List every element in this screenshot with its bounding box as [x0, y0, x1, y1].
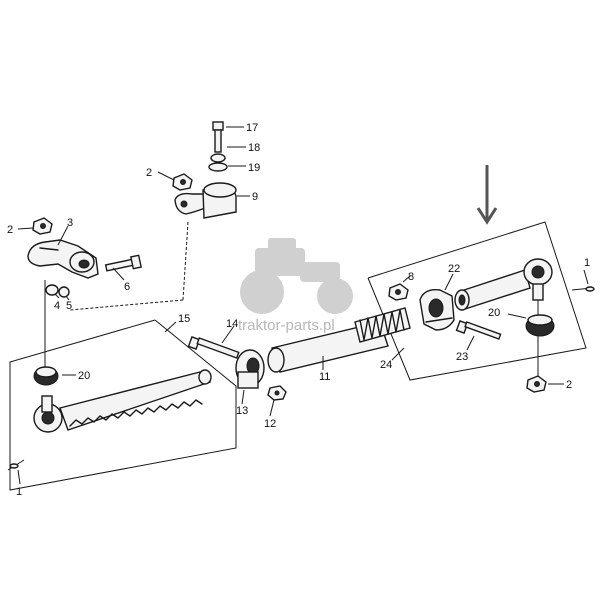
callout-20-right: 20 — [488, 307, 500, 319]
nut-4 — [45, 284, 59, 296]
nut-8 — [388, 283, 409, 301]
callout-2-upper: 2 — [146, 167, 152, 179]
arm-3 — [27, 239, 99, 279]
rod-right — [454, 269, 531, 311]
connector-line — [182, 221, 189, 301]
callout-24: 24 — [380, 359, 392, 371]
callout-12: 12 — [264, 418, 276, 430]
callout-19: 19 — [248, 162, 260, 174]
callout-18: 18 — [248, 142, 260, 154]
callout-8: 8 — [408, 271, 414, 283]
washer-19 — [208, 162, 228, 172]
bolt-14 — [187, 336, 240, 359]
tractor-icon — [240, 238, 353, 314]
washer-18 — [210, 153, 226, 163]
callout-13: 13 — [236, 405, 248, 417]
watermark: traktor-parts.pl — [238, 238, 353, 334]
callout-9: 9 — [252, 191, 258, 203]
callout-3: 3 — [67, 217, 73, 229]
nut-2-upper — [172, 173, 193, 191]
callout-4: 4 — [54, 300, 60, 312]
callout-2-left: 2 — [7, 224, 13, 236]
nut-2-left — [32, 217, 53, 235]
down-arrow-icon — [476, 165, 498, 225]
clamp-22 — [419, 289, 455, 331]
rod-left — [59, 369, 212, 431]
callout-20-left: 20 — [78, 370, 90, 382]
washer-5 — [58, 286, 70, 298]
tie-rod-end-left — [33, 395, 63, 433]
callout-1-left: 1 — [16, 486, 22, 498]
bolt-17 — [212, 121, 224, 153]
nut-12 — [267, 385, 287, 401]
tie-rod-end-right — [523, 258, 553, 301]
boot-20-left — [33, 366, 59, 386]
callout-11: 11 — [319, 371, 330, 383]
tube-11 — [267, 307, 411, 373]
callout-22: 22 — [448, 263, 460, 275]
connector-line — [69, 299, 184, 311]
callouts: 17 18 19 9 2 2 3 6 4 5 15 14 20 11 13 12… — [7, 122, 590, 498]
clamp-13 — [235, 349, 265, 389]
bolt-23 — [455, 320, 502, 340]
callout-5: 5 — [66, 300, 72, 312]
arm-9 — [174, 182, 237, 219]
nut-2-lower — [526, 375, 547, 393]
boot-20-right — [525, 314, 555, 337]
callout-2-lower: 2 — [566, 379, 572, 391]
callout-14: 14 — [226, 318, 238, 330]
cotter-pin-left — [7, 459, 25, 471]
callout-17: 17 — [246, 122, 258, 134]
callout-6: 6 — [124, 281, 130, 293]
callout-23: 23 — [456, 351, 468, 363]
frame-left — [9, 319, 237, 491]
leader-lines — [17, 126, 589, 485]
watermark-text: traktor-parts.pl — [238, 317, 335, 334]
callout-15: 15 — [178, 313, 190, 325]
bolt-6 — [104, 254, 142, 272]
callout-1-right: 1 — [584, 257, 590, 269]
cotter-pin-right — [571, 286, 595, 292]
frame-right — [367, 221, 587, 381]
